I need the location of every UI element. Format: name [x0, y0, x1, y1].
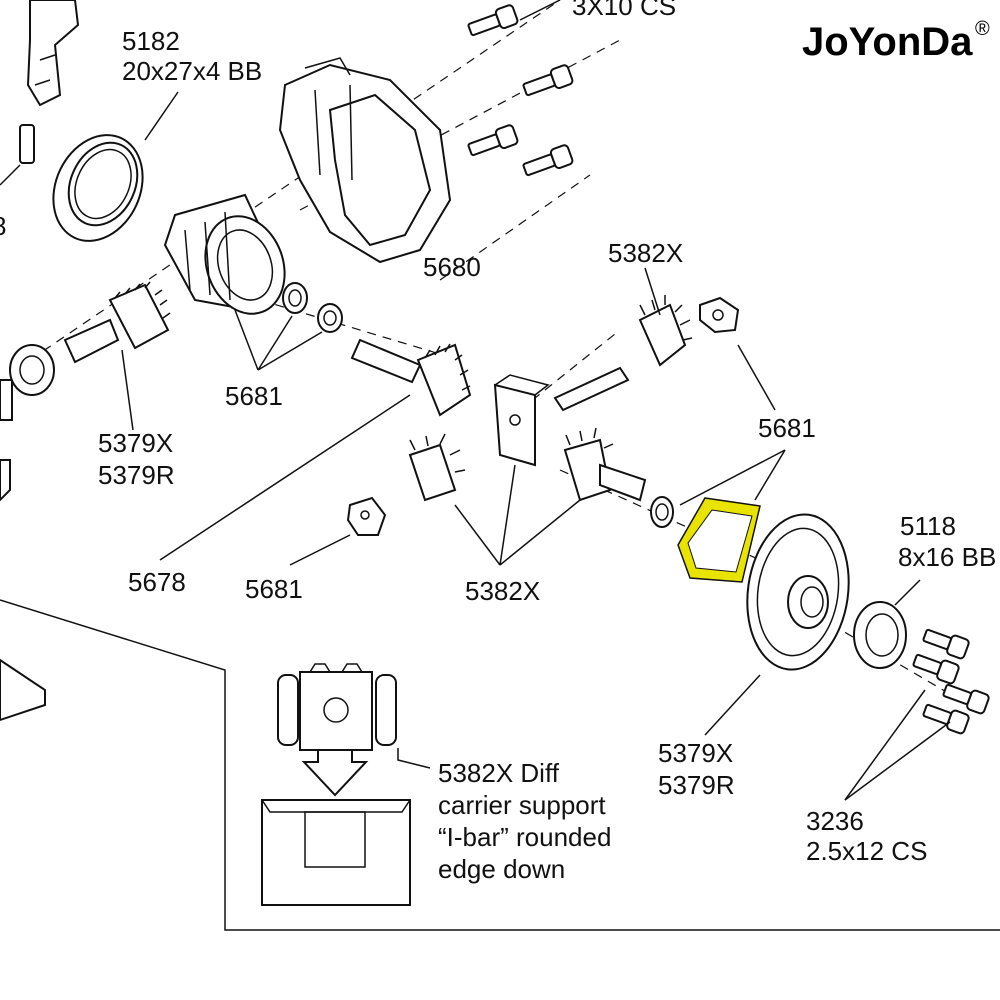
diff-case	[163, 193, 286, 315]
shim-rings	[282, 282, 343, 333]
spider-gear-top	[638, 295, 693, 367]
label-shim-bottom: 5681	[245, 574, 303, 604]
label-bearing-a-size: 20x27x4 BB	[122, 56, 262, 86]
label-ring-gear-a: 5379X	[658, 738, 733, 768]
bearing-20x27x4	[52, 134, 144, 242]
screws-3x10	[467, 4, 574, 177]
part-labels: 3X10 CS 5182 20x27x4 BB 8 5680 5382X 568…	[0, 0, 996, 866]
label-shim-left: 5681	[225, 381, 283, 411]
label-spider-bottom: 5382X	[465, 576, 540, 606]
label-ring-gear-b: 5379R	[658, 770, 735, 800]
brand-logo: JoYonDa ®	[802, 18, 990, 64]
output-shaft	[350, 338, 472, 417]
gasket-highlighted	[677, 497, 761, 583]
label-output-shaft: 5678	[128, 567, 186, 597]
inset-line-2: carrier support	[438, 790, 606, 820]
bearing-left	[9, 344, 55, 396]
side-gear-right	[563, 427, 647, 502]
spider-gear-left	[408, 433, 466, 502]
diff-housing	[278, 57, 452, 264]
ring-gear	[746, 513, 850, 671]
label-shim-right: 5681	[758, 413, 816, 443]
brand-name: JoYonDa	[802, 20, 973, 64]
label-bearing-b-size: 8x16 BB	[898, 542, 996, 572]
inset-line-4: edge down	[438, 854, 565, 884]
label-housing: 5680	[423, 252, 481, 282]
label-bearing-a-part: 5182	[122, 26, 180, 56]
carrier-i-bar	[493, 374, 550, 467]
shim-top	[699, 296, 740, 334]
inset-drawing	[261, 663, 431, 906]
bearing-8x16	[853, 601, 907, 669]
inset-frame	[0, 599, 1000, 931]
label-spider-top: 5382X	[608, 238, 683, 268]
screws-2-5x12	[912, 628, 990, 735]
brand-registered-mark: ®	[975, 18, 990, 40]
cross-pin	[553, 366, 630, 412]
pinion-gear	[63, 281, 171, 364]
label-pinion-b: 5379R	[98, 460, 175, 490]
shim-ring-right	[650, 496, 674, 528]
label-screw-size: 2.5x12 CS	[806, 836, 927, 866]
inset-note: 5382X Diff carrier support “I-bar” round…	[438, 758, 611, 884]
inset-line-3: “I-bar” rounded	[438, 822, 611, 852]
label-top-screw: 3X10 CS	[572, 0, 676, 21]
inset-line-1: 5382X Diff	[438, 758, 560, 788]
shim-bottom	[346, 496, 387, 536]
label-left-cut: 8	[0, 211, 6, 241]
label-bearing-b-part: 5118	[900, 511, 956, 541]
side-bracket	[0, 0, 80, 722]
leader-lines	[0, 0, 951, 801]
label-pinion-a: 5379X	[98, 428, 173, 458]
label-screw-part: 3236	[806, 806, 864, 836]
